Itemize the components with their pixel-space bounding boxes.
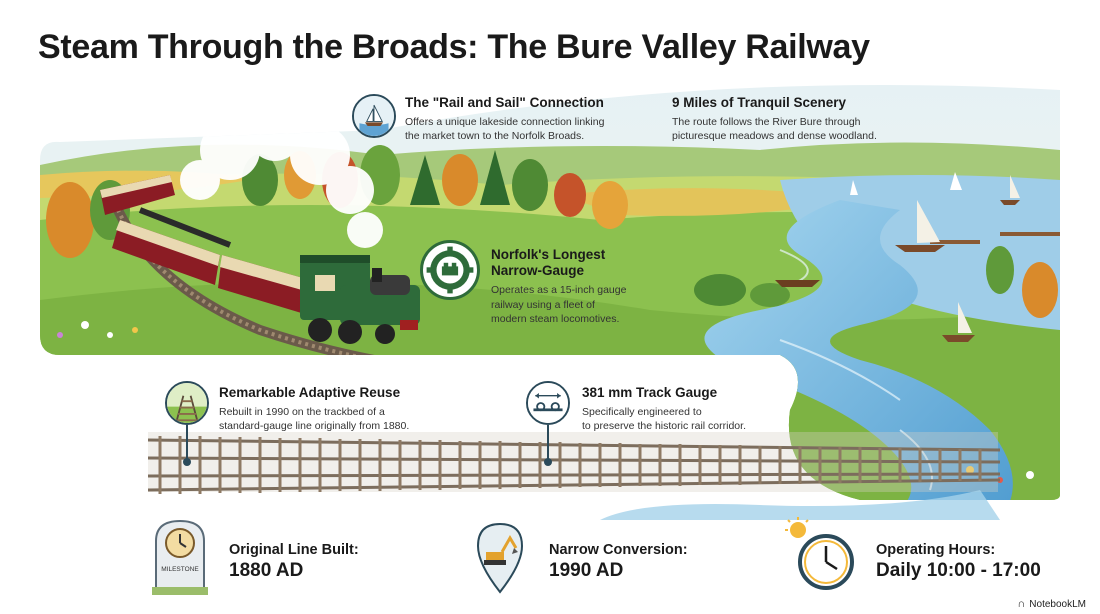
milestone-text: MILESTONE — [161, 566, 199, 573]
milestone-clock-icon: MILESTONE — [152, 519, 208, 595]
scenery-body-line: picturesque meadows and dense woodland. — [672, 130, 877, 143]
narrow-conversion-value: 1990 AD — [549, 560, 624, 581]
gauge-callout: 381 mm Track Gauge Specifically engineer… — [582, 385, 832, 434]
narrow-gauge-body-line: modern steam locomotives. — [491, 312, 620, 325]
operating-hours-label: Operating Hours: — [876, 542, 996, 558]
gear-emblem-icon — [420, 240, 480, 300]
original-line-value: 1880 AD — [229, 560, 304, 581]
railway-track-icon — [165, 381, 209, 425]
sun-clock-icon — [782, 516, 862, 596]
gauge-heading: 381 mm Track Gauge — [582, 385, 718, 400]
original-line-label: Original Line Built: — [229, 542, 359, 558]
excavator-pin-icon — [472, 518, 528, 594]
rail-sail-body-line: the market town to the Norfolk Broads. — [405, 130, 585, 143]
operating-hours-value: Daily 10:00 - 17:00 — [876, 560, 1041, 581]
brand-mark: ∩ NotebookLM — [1017, 598, 1086, 610]
gauge-measure-icon — [526, 381, 570, 425]
landscape-illustration — [0, 80, 1100, 520]
scenery-heading: 9 Miles of Tranquil Scenery — [672, 95, 847, 110]
narrow-gauge-heading-line: Norfolk's Longest — [491, 247, 606, 262]
gauge-body-line: Specifically engineered to — [582, 406, 702, 419]
page-title: Steam Through the Broads: The Bure Valle… — [38, 28, 870, 66]
narrow-conversion-label: Narrow Conversion: — [549, 542, 688, 558]
reuse-callout: Remarkable Adaptive Reuse Rebuilt in 199… — [219, 385, 499, 434]
gauge-body-line: to preserve the historic rail corridor. — [582, 420, 746, 433]
notebooklm-logo-icon: ∩ — [1017, 598, 1026, 610]
rail-sail-callout: The "Rail and Sail" Connection Offers a … — [405, 95, 665, 144]
rail-sail-body-line: Offers a unique lakeside connection link… — [405, 116, 605, 129]
rail-sail-heading: The "Rail and Sail" Connection — [405, 95, 604, 110]
reuse-heading: Remarkable Adaptive Reuse — [219, 385, 401, 400]
narrow-gauge-body-line: railway using a fleet of — [491, 298, 595, 311]
scenery-body-line: The route follows the River Bure through — [672, 116, 861, 129]
brand-text: NotebookLM — [1029, 598, 1086, 610]
reuse-body-line: Rebuilt in 1990 on the trackbed of a — [219, 406, 385, 419]
scenery-callout: 9 Miles of Tranquil Scenery The route fo… — [672, 95, 932, 144]
narrow-gauge-body-line: Operates as a 15-inch gauge — [491, 284, 627, 297]
narrow-gauge-heading-line: Narrow-Gauge — [491, 263, 585, 279]
reuse-body-line: standard-gauge line originally from 1880… — [219, 420, 410, 433]
sailboat-icon — [352, 94, 396, 138]
narrow-gauge-callout: Norfolk's Longest Narrow-Gauge Operates … — [491, 247, 691, 326]
